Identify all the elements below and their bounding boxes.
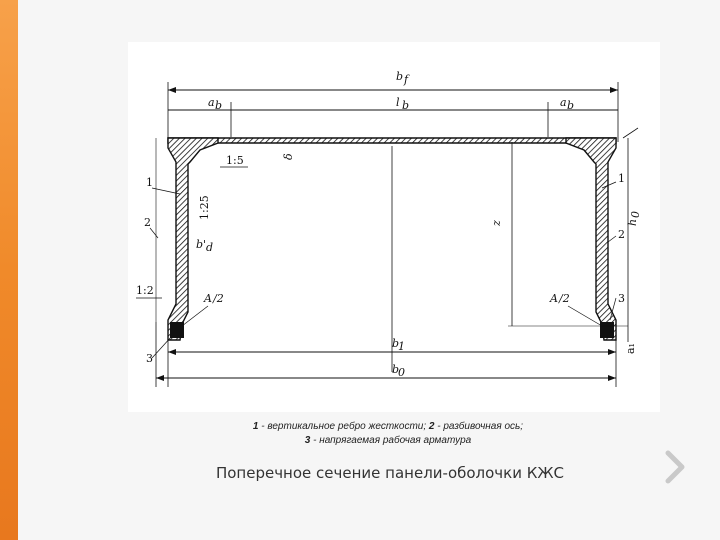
cross-section-figure: b f a b l b a b z δ xyxy=(128,42,660,412)
label-ab-right-sub: b xyxy=(567,99,574,112)
callout-3-left: 3 xyxy=(146,352,153,365)
label-b0-sub: 0 xyxy=(398,366,405,379)
chevron-right-icon xyxy=(665,450,685,484)
figure-caption: 1 - вертикальное ребро жесткости; 2 - ра… xyxy=(128,420,648,448)
caption-text-3: - напрягаемая рабочая арматура xyxy=(310,435,472,446)
caption-num-2: 2 xyxy=(428,421,435,432)
label-z: z xyxy=(490,220,503,227)
label-as-left: A xyxy=(203,292,212,305)
cross-section-drawing: b f a b l b a b z δ xyxy=(136,70,642,387)
right-rib xyxy=(565,137,617,341)
label-bd: b' xyxy=(196,238,206,251)
label-bf: b xyxy=(396,70,403,83)
caption-num-3: 3 xyxy=(304,435,311,446)
dimension-bf: b f xyxy=(167,70,619,142)
label-as-right-rest: /2 xyxy=(558,292,570,305)
label-delta: δ xyxy=(282,153,295,160)
label-lb: l xyxy=(396,96,400,109)
right-rebar xyxy=(600,322,614,338)
caption-num-1: 1 xyxy=(252,421,259,432)
next-slide-button[interactable] xyxy=(664,449,688,485)
label-b1-sub: 1 xyxy=(398,340,405,353)
label-as-right: A xyxy=(549,292,558,305)
left-rebar xyxy=(170,322,184,338)
label-as-left-rest: /2 xyxy=(212,292,224,305)
label-bd-sub: d xyxy=(206,241,213,254)
label-a1: a₁ xyxy=(624,343,637,354)
caption-text-2: - разбивочная ось; xyxy=(434,421,524,432)
caption-text-1: - вертикальное ребро жесткости; xyxy=(258,421,429,432)
label-h0-sub: 0 xyxy=(629,211,642,218)
callout-3-right: 3 xyxy=(618,292,625,305)
label-lb-sub: b xyxy=(402,99,409,112)
callout-1-left: 1 xyxy=(146,176,153,189)
label-ab-left-sub: b xyxy=(215,99,222,112)
callout-1-right: 1 xyxy=(618,172,625,185)
label-ab-left: a xyxy=(208,96,215,109)
callout-2-left: 2 xyxy=(144,216,151,229)
label-slope-bottom: 1:2 xyxy=(136,284,154,297)
label-slope-top: 1:5 xyxy=(226,154,244,167)
left-rib xyxy=(167,137,219,341)
caption-line-2: 3 - напрягаемая рабочая арматура xyxy=(128,434,648,448)
label-bf-sub: f xyxy=(403,73,410,86)
dimension-ab-lb: a b l b a b xyxy=(168,96,618,137)
top-flange xyxy=(167,137,617,144)
slide-title: Поперечное сечение панели-оболочки КЖС xyxy=(215,464,565,482)
label-ab-right: a xyxy=(560,96,567,109)
label-b1: b xyxy=(392,337,399,350)
orange-accent-bar xyxy=(0,0,18,540)
caption-line-1: 1 - вертикальное ребро жесткости; 2 - ра… xyxy=(128,420,648,434)
label-b0: b xyxy=(392,363,399,376)
label-slope-rib: 1:25 xyxy=(198,195,211,220)
callout-2-right: 2 xyxy=(618,228,625,241)
label-h0: h xyxy=(626,219,639,226)
